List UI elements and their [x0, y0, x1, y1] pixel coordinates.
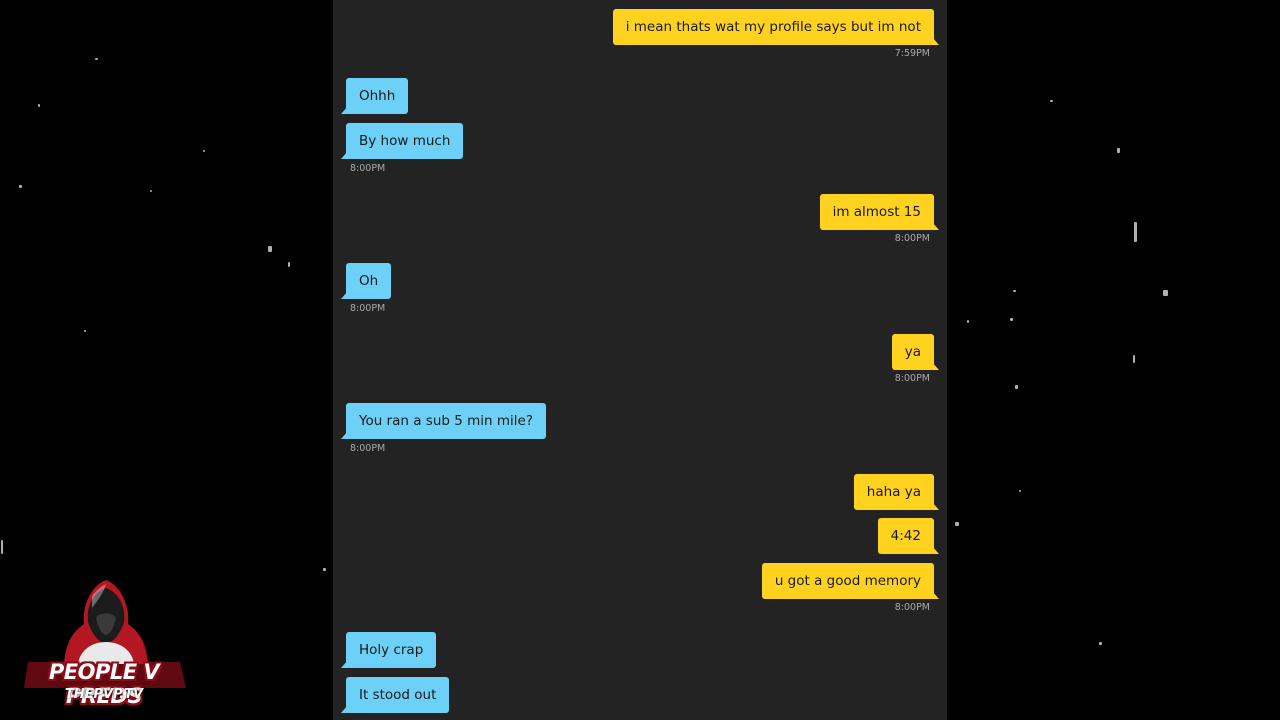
timestamp: 8:00PM	[350, 443, 386, 454]
incoming-message: Holy crap	[340, 632, 437, 668]
timestamp: 8:00PM	[350, 163, 386, 174]
incoming-message: Ohhh	[340, 78, 409, 114]
speck	[268, 246, 272, 252]
incoming-message: Oh	[340, 263, 392, 299]
hooded-figure-icon	[24, 580, 186, 688]
incoming-message: You ran a sub 5 min mile?	[341, 403, 546, 439]
speck	[1099, 642, 1102, 645]
speck	[1117, 148, 1120, 153]
incoming-message: It stood out	[340, 677, 450, 713]
timestamp: 8:00PM	[894, 373, 930, 384]
speck	[1019, 490, 1021, 492]
speck	[1050, 100, 1053, 102]
speck	[1015, 385, 1018, 389]
outgoing-message: 4:42	[877, 518, 940, 554]
speck	[203, 150, 205, 152]
speck	[1133, 355, 1135, 363]
right-letterbox	[947, 0, 1280, 720]
speck	[1134, 222, 1137, 242]
left-letterbox	[0, 0, 333, 720]
chat-thread[interactable]: i mean thats wat my profile says but im …	[333, 0, 947, 720]
channel-watermark-logo: PEOPLE V PREDS THEPVP.TV	[18, 578, 190, 708]
timestamp: 8:00PM	[894, 233, 930, 244]
speck	[967, 320, 969, 323]
watermark-subtitle: THEPVP.TV	[64, 687, 144, 702]
outgoing-message: ya	[891, 334, 940, 370]
speck	[84, 330, 86, 332]
speck	[1, 540, 3, 554]
timestamp: 8:00PM	[894, 602, 930, 613]
speck	[323, 568, 326, 571]
timestamp: 7:59PM	[894, 48, 930, 59]
speck	[1010, 318, 1013, 321]
incoming-message: By how much	[340, 123, 464, 159]
timestamp: 8:00PM	[350, 303, 386, 314]
speck	[288, 262, 290, 267]
outgoing-message: haha ya	[853, 474, 940, 510]
outgoing-message: u got a good memory	[761, 563, 940, 599]
speck	[955, 522, 959, 526]
speck	[150, 190, 152, 192]
outgoing-message: i mean thats wat my profile says but im …	[612, 9, 940, 45]
watermark-title: PEOPLE V PREDS	[48, 660, 160, 708]
speck	[19, 185, 22, 188]
speck	[1013, 290, 1016, 292]
outgoing-message: im almost 15	[819, 194, 940, 230]
speck	[38, 104, 40, 107]
speck	[95, 58, 98, 60]
speck	[1163, 290, 1168, 296]
